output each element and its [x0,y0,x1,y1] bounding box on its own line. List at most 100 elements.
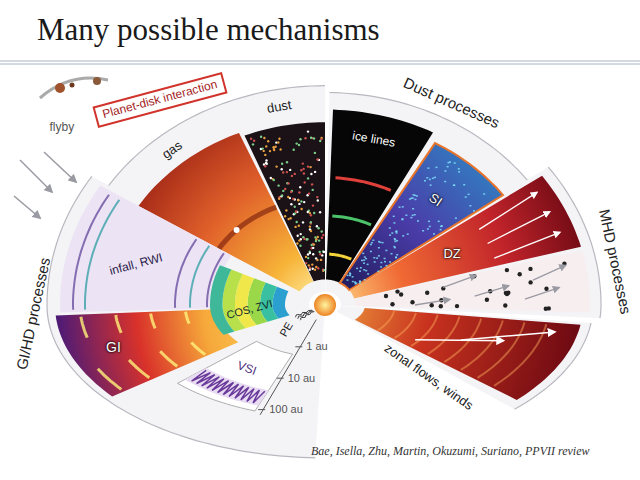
dust-grain [262,147,264,149]
dust-grain [309,225,311,227]
gi-spiral [151,313,156,328]
dust-grain [286,171,288,173]
dust-grain [298,239,300,241]
si-filament [382,242,384,244]
wind-arrow [488,212,550,244]
dust-grain [314,236,316,238]
scale-label: 1 au [306,340,327,353]
vortex-dot [425,291,429,295]
dust-grain [287,196,289,198]
si-filament [447,166,449,168]
vortex-dot [544,287,548,291]
si-filament [376,257,378,259]
si-filament [394,241,396,243]
si-filament [395,231,397,233]
si-filament [349,273,351,275]
dust-grain [282,171,284,173]
si-filament [412,208,414,210]
si-filament [429,179,431,181]
dust-grain [307,211,309,213]
vortex-dot [544,307,548,311]
vortex-dot [503,303,507,307]
dust-grain [307,165,309,167]
si-filament [352,281,354,283]
dust-grain [297,199,299,201]
dust-grain [264,165,266,167]
dust-grain [304,137,306,139]
dust-grain [298,191,300,193]
dust-grain [296,242,298,244]
si-filament [378,241,380,243]
group-title: MHD processes [596,208,635,316]
si-filament [396,254,398,256]
dust-grain [284,188,286,190]
si-filament [440,226,442,228]
vortex-dot [528,267,532,271]
dust-grain [295,210,297,212]
si-filament [438,221,440,223]
dust-grain [321,230,323,232]
planet-dot [234,227,240,233]
si-filament [434,177,436,179]
dust-grain [303,201,305,203]
dust-grain [266,163,268,165]
dust-grain [310,230,312,232]
si-filament [364,279,366,281]
si-filament [465,196,467,198]
si-filament [458,171,460,173]
si-filament [384,258,386,260]
si-filament [355,283,357,285]
si-filament [365,258,367,260]
dust-grain [307,253,309,255]
si-filament [372,240,374,242]
dust-grain [305,256,307,258]
dust-grain [322,250,324,252]
gi-spiral [129,360,149,378]
dust-grain [302,162,304,164]
si-filament [483,193,485,195]
si-filament [393,246,395,248]
flyby-label: flyby [50,121,75,135]
si-filament [389,234,391,236]
vortex-dot [390,302,394,306]
gas-gap [219,207,276,249]
si-filament [377,271,379,273]
si-filament [436,167,438,169]
si-filament [362,253,364,255]
dust-grain [294,206,296,208]
si-filament [367,273,369,275]
dust-grain [309,212,311,214]
dust-grain [278,198,280,200]
si-filament [395,256,397,258]
dust-grain [302,168,304,170]
citation-caption: Bae, Isella, Zhu, Martin, Okuzumi, Suria… [311,445,590,459]
dust-grain [312,204,314,206]
gi-spiral [191,343,205,355]
dust-grain [311,183,313,185]
dust-grain [318,239,320,241]
vortex-dot [439,304,443,308]
panel-label: DZ [443,247,460,262]
si-filament [426,177,428,179]
wind-arrow [494,232,560,258]
gi-spiral [160,351,177,366]
dust-grain [303,172,305,174]
si-filament [354,281,356,283]
infall-wedge [60,186,232,313]
si-filament [402,218,404,220]
si-filament [359,282,361,284]
dust-grain [310,137,312,139]
infall-arrow [14,196,40,218]
dust-grain [310,173,312,175]
si-filament [391,232,393,234]
field-arrow [533,265,566,280]
si-filament [389,227,391,229]
si-filament [412,215,414,217]
si-filament [396,232,398,234]
flyby-star [55,83,65,93]
dust-grain [310,221,312,223]
dust-grain [314,269,316,271]
dust-grain [319,251,321,253]
si-filament [407,233,409,235]
si-filament [428,221,430,223]
